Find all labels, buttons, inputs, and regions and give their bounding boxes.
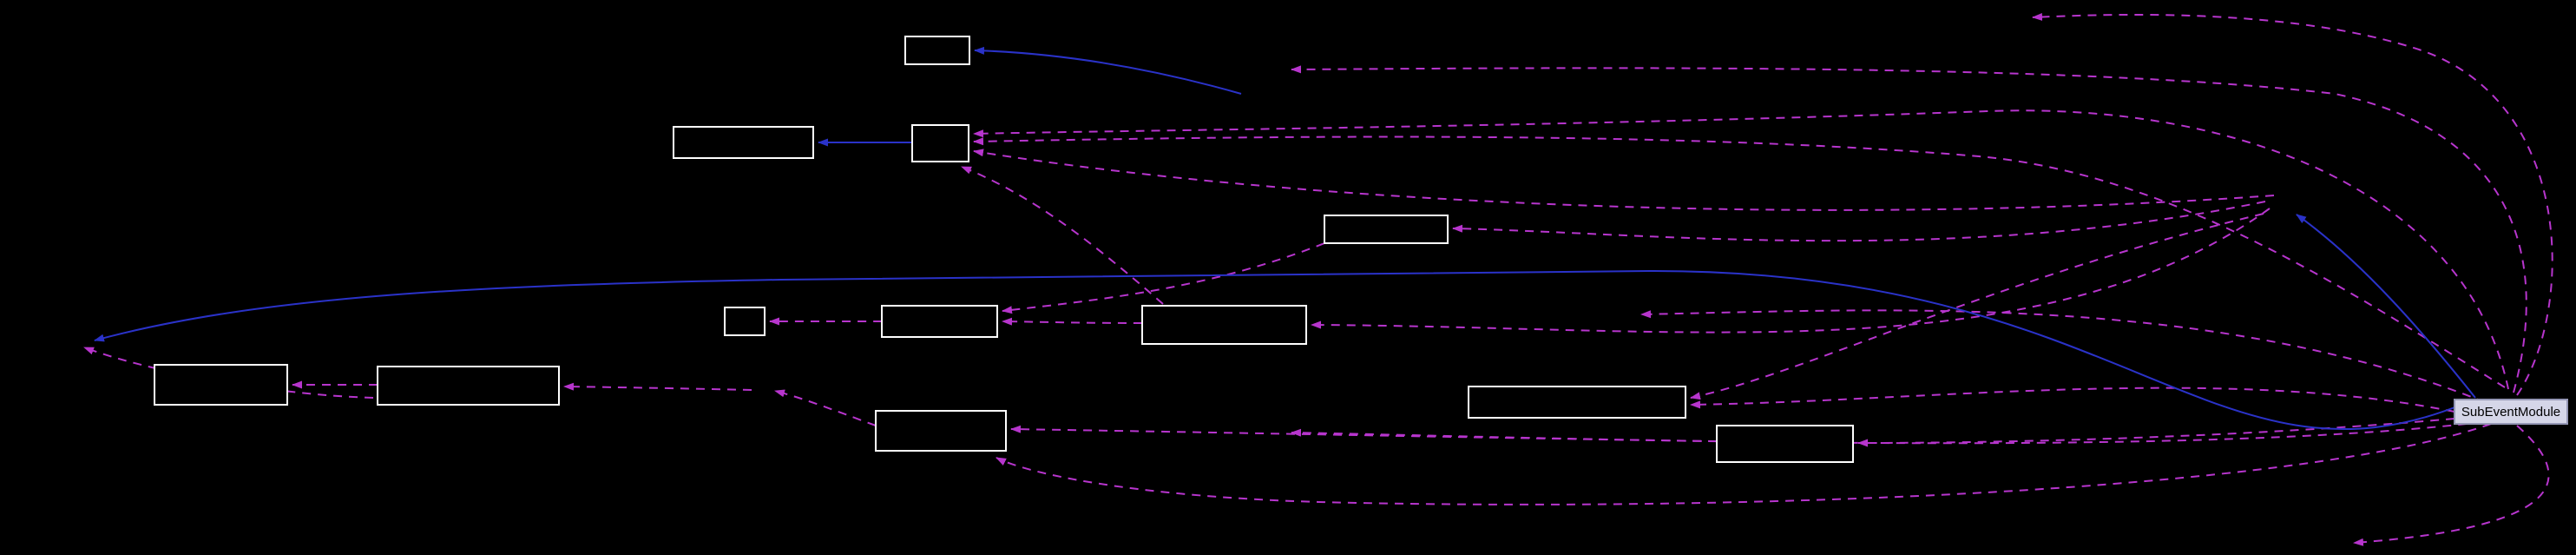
graph-edge-dashed [2353,425,2550,546]
graph-edge-dashed [996,423,2492,505]
graph-node-n8[interactable] [154,364,288,406]
graph-node-n5[interactable] [724,307,766,336]
node-box[interactable] [904,36,970,65]
graph-node-n6[interactable] [881,305,998,338]
node-box[interactable] [377,366,560,406]
graph-edge-dashed [1291,65,2527,393]
node-box[interactable] [1141,305,1307,345]
node-box[interactable] [154,364,288,406]
graph-edge-dashed [1002,242,1325,314]
graph-edge-dashed [1640,309,2500,409]
graph-node-n4[interactable] [1324,215,1449,244]
node-box[interactable] [1468,386,1686,419]
graph-node-subeventmodule[interactable]: SubEventModule [2454,399,2568,425]
graph-node-n12[interactable] [1716,425,1854,463]
node-box[interactable] [1324,215,1449,244]
graph-edge-dashed [973,135,2506,388]
graph-edge-dashed [1311,208,2270,334]
graph-node-n3[interactable] [911,124,969,162]
highlighted-node-box[interactable] [2454,399,2568,425]
graph-edge-dashed [563,382,752,391]
graph-edge-dashed [961,166,1164,305]
graph-edge-dashed [1690,387,2455,413]
graph-node-n10[interactable] [875,410,1007,452]
node-box[interactable] [673,126,814,159]
graph-edge-dashed [973,149,2275,211]
graph-node-label: SubEventModule [2461,405,2560,420]
graph-edge-dashed [1690,213,2264,400]
graph-edge-dashed [1010,425,1718,442]
graph-edge-dashed [83,347,374,399]
graph-edge-dashed [973,109,2509,390]
graph-node-n2[interactable] [673,126,814,159]
graph-edge-dashed [774,389,877,426]
graph-edge-dashed [1291,421,2483,445]
node-box[interactable] [724,307,766,336]
node-box[interactable] [911,124,969,162]
graph-edge-dashed [2032,13,2553,396]
node-box[interactable] [881,305,998,338]
graph-edge-dashed [1857,418,2455,447]
node-box[interactable] [1716,425,1854,463]
graph-edge-dashed [1452,201,2266,242]
graph-node-n1[interactable] [904,36,970,65]
graph-node-n9[interactable] [377,366,560,406]
graph-edge-dashed [1002,317,1143,326]
node-box[interactable] [875,410,1007,452]
graph-node-n11[interactable] [1468,386,1686,419]
graph-node-n7[interactable] [1141,305,1307,345]
graph-edge-solid [2296,214,2476,399]
graph-edge-solid [974,46,1242,95]
